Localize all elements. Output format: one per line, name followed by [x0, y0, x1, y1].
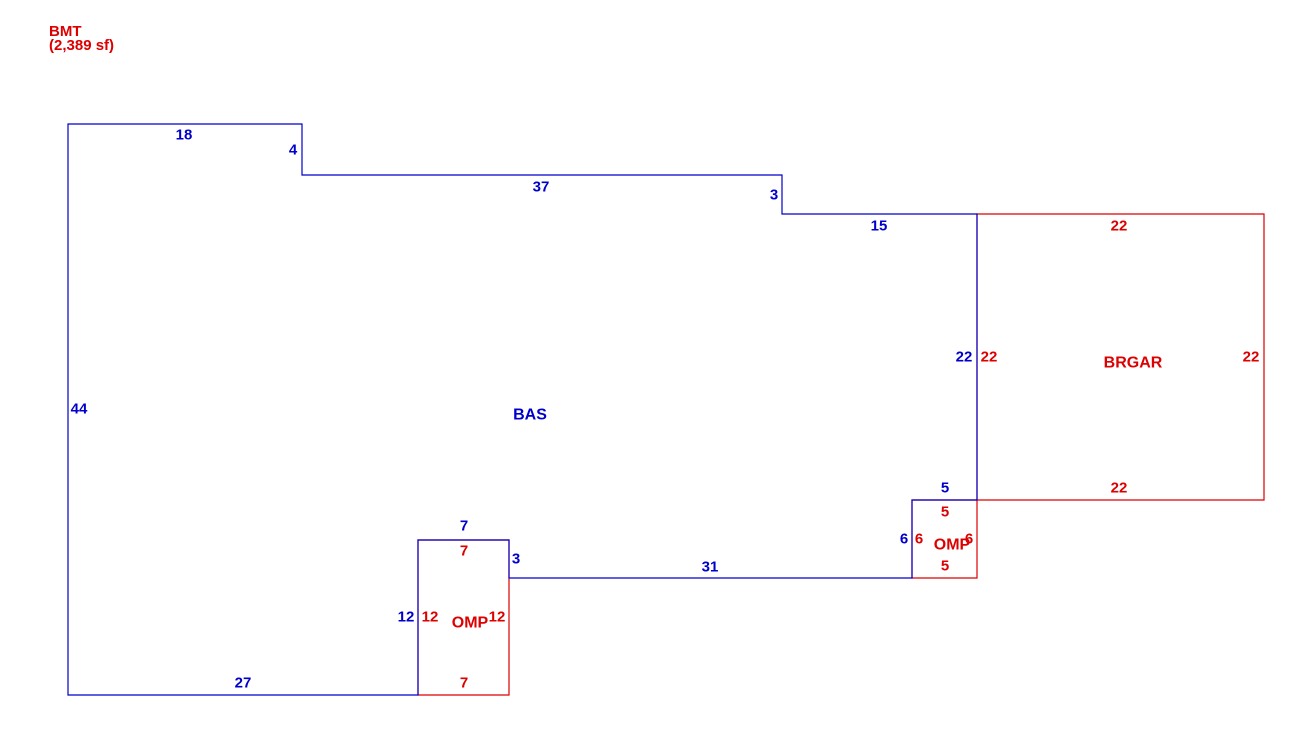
sketch-title: BMT	[49, 23, 82, 40]
area-label-omp-left: OMP	[452, 615, 489, 632]
dim-bas-bottom: 27	[235, 675, 252, 692]
dim-bas-step3: 3	[512, 551, 520, 568]
dim-omp2-top: 5	[941, 504, 949, 521]
dim-bas-top-mid: 37	[533, 179, 550, 196]
dim-omp1-top: 7	[460, 543, 468, 560]
dim-bas-top-left: 18	[176, 127, 193, 144]
dim-bas-step1: 4	[289, 142, 298, 159]
dim-brgar-left: 22	[981, 349, 998, 366]
area-label-omp-right: OMP	[934, 537, 971, 554]
dim-bas-omp-side: 12	[398, 609, 415, 626]
dim-omp2-left: 6	[915, 531, 923, 548]
sketch-area-total: (2,389 sf)	[49, 37, 114, 54]
dim-brgar-right: 22	[1243, 349, 1260, 366]
dim-bas-bottom-mid: 31	[702, 559, 719, 576]
dim-bas-right: 22	[956, 349, 973, 366]
dim-omp2-bottom: 5	[941, 558, 949, 575]
dim-bas-left: 44	[71, 401, 88, 418]
dim-bas-omp2-top: 5	[941, 480, 949, 497]
dim-brgar-top: 22	[1111, 218, 1128, 235]
bas-outline	[67, 123, 978, 696]
area-label-brgar: BRGAR	[1104, 355, 1163, 372]
dim-bas-top-right: 15	[871, 218, 888, 235]
area-label-bas: BAS	[513, 407, 547, 424]
dim-omp1-bottom: 7	[460, 675, 468, 692]
dim-omp1-right: 12	[489, 609, 506, 626]
dim-omp2-right: 6	[965, 531, 973, 548]
dim-bas-omp2-side: 6	[900, 531, 908, 548]
dim-bas-step2: 3	[770, 187, 778, 204]
dim-omp1-left: 12	[422, 609, 439, 626]
dim-bas-omp-top: 7	[460, 518, 468, 535]
dim-brgar-bottom: 22	[1111, 480, 1128, 497]
